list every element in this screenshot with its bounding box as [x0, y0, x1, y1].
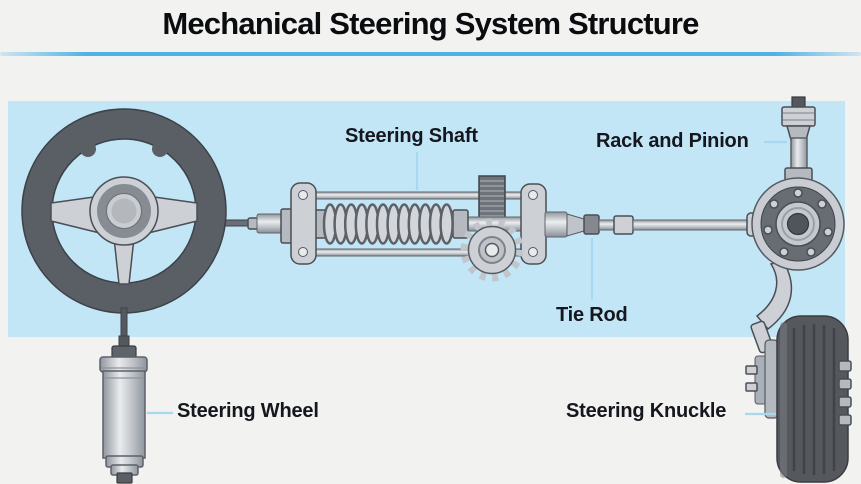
steering-column-illustration [99, 307, 148, 484]
rack-and-pinion-housing-illustration [751, 96, 845, 271]
brake-rotor-edge [764, 339, 779, 419]
wheel-hub-brake-illustration [745, 339, 779, 419]
tie-rod-collar [583, 214, 600, 235]
label-steering-shaft: Steering Shaft [345, 125, 478, 147]
shaft-mount-bracket-right [520, 183, 547, 265]
pinion-gear-illustration [460, 218, 524, 282]
title-divider [0, 52, 861, 56]
gear-teeth [460, 218, 524, 282]
label-tie-rod: Tie Rod [556, 304, 628, 326]
tie-rod-illustration [544, 211, 767, 238]
hub-flange [751, 177, 845, 271]
label-steering-wheel: Steering Wheel [177, 400, 319, 422]
label-steering-knuckle: Steering Knuckle [566, 400, 727, 422]
tire-illustration [776, 315, 852, 483]
shaft-mount-bracket-left [290, 182, 317, 265]
rim-grip-bump [80, 141, 96, 157]
label-rack-and-pinion: Rack and Pinion [596, 130, 749, 152]
shaft-spring [322, 203, 454, 245]
rim-grip-bump [152, 141, 168, 157]
page-title: Mechanical Steering System Structure [162, 6, 699, 41]
wheel-studs [838, 360, 852, 426]
steering-wheel-illustration [21, 108, 227, 314]
